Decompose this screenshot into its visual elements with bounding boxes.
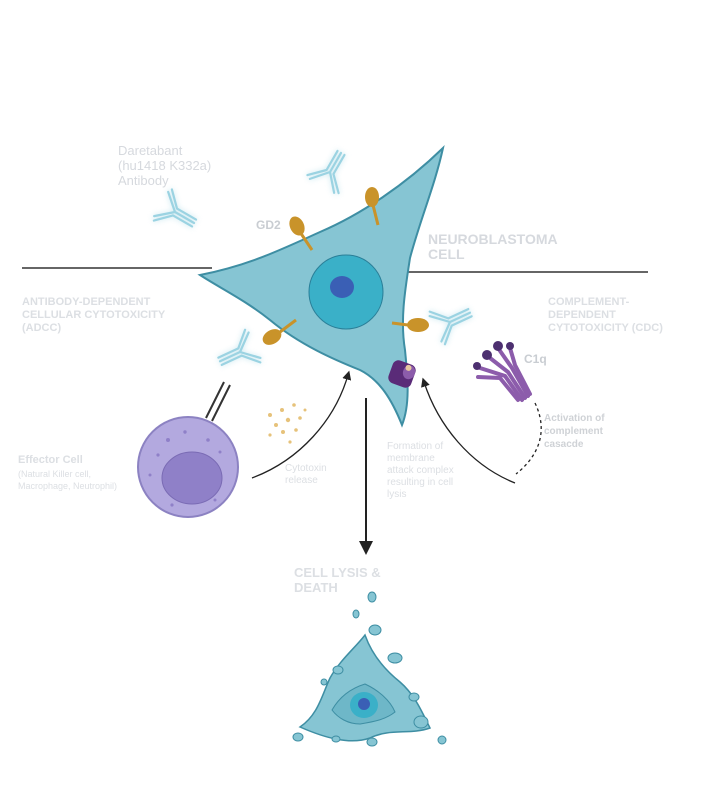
cytotoxin-granules-icon	[268, 403, 307, 444]
cdc-label-line: COMPLEMENT-	[548, 296, 630, 308]
activation-label-line: complement	[544, 426, 603, 437]
antibody-label: Daretabant (hu1418 K332a) Antibody	[118, 143, 211, 188]
activation-label-line: Activation of	[544, 413, 605, 424]
cytotoxin-label: Cytotoxin release	[285, 463, 327, 487]
complement-activation-arrow	[515, 402, 542, 475]
lysis-label-line: DEATH	[294, 580, 338, 595]
cdc-label: COMPLEMENT- DEPENDENT CYTOTOXICITY (CDC)	[548, 296, 663, 335]
adcc-label-line: (ADCC)	[22, 322, 62, 334]
lysed-cell	[298, 633, 432, 742]
lysis-label-line: CELL LYSIS &	[294, 565, 381, 580]
c1q-label: C1q	[524, 352, 547, 366]
effector-subtitle-line: (Natural Killer cell,	[18, 469, 92, 479]
neuroblastoma-label-line: NEUROBLASTOMA	[428, 231, 558, 247]
c1q-complex-icon	[476, 346, 532, 402]
cytotoxin-label-line: release	[285, 475, 318, 486]
cytotoxin-label-line: Cytotoxin	[285, 463, 327, 474]
mac-label-line: attack complex	[387, 465, 454, 476]
adcc-label-line: ANTIBODY-DEPENDENT	[22, 296, 151, 308]
adcc-label-line: CELLULAR CYTOTOXICITY	[22, 309, 166, 321]
gd2-receptor-icon	[289, 216, 314, 251]
cdc-label-line: DEPENDENT	[548, 309, 616, 321]
neuroblastoma-label-line: CELL	[428, 246, 465, 262]
activation-label: Activation of complement casacde	[544, 412, 605, 451]
gd2-receptor-icon	[262, 318, 297, 345]
effector-granules-icon	[148, 430, 222, 507]
antibody-icon-cdc	[426, 295, 479, 347]
antibody-icon-free	[151, 187, 205, 240]
antibody-icon-top	[305, 142, 358, 196]
membrane-attack-complex-icon	[388, 360, 416, 388]
mac-label-line: resulting in cell	[387, 477, 454, 488]
antibody-label-line: Antibody	[118, 173, 169, 188]
mac-label-line: Formation of	[387, 441, 444, 452]
lysis-label: CELL LYSIS & DEATH	[294, 565, 381, 595]
antibody-icon-adcc	[211, 327, 264, 379]
fc-receptor-icon	[205, 381, 231, 422]
cdc-arrow	[421, 377, 516, 484]
effector-nucleus	[161, 451, 223, 505]
effector-subtitle: (Natural Killer cell, Macrophage, Neutro…	[18, 468, 117, 492]
c1q-heads-icon	[473, 341, 514, 370]
antibody-label-line: (hu1418 K332a)	[118, 158, 212, 173]
cdc-label-line: CYTOTOXICITY (CDC)	[548, 322, 663, 334]
adcc-arrow	[251, 370, 352, 479]
mac-label: Formation of membrane attack complex res…	[387, 441, 454, 501]
mac-label-line: membrane	[387, 453, 435, 464]
adcc-label: ANTIBODY-DEPENDENT CELLULAR CYTOTOXICITY…	[22, 296, 165, 335]
antibody-label-line: Daretabant	[118, 143, 183, 158]
effector-title: Effector Cell	[18, 454, 83, 466]
effector-subtitle-line: Macrophage, Neutrophil)	[18, 481, 118, 491]
activation-label-line: casacde	[544, 439, 584, 450]
mac-label-line: lysis	[387, 489, 407, 500]
gd2-receptor-icon	[365, 187, 380, 226]
cell-nucleolus	[330, 276, 354, 298]
neuroblastoma-label: NEUROBLASTOMA CELL	[428, 232, 558, 262]
gd2-receptor-icon	[391, 318, 429, 332]
gd2-label: GD2	[256, 218, 281, 232]
lysed-cell-fragments-icon	[292, 591, 447, 747]
